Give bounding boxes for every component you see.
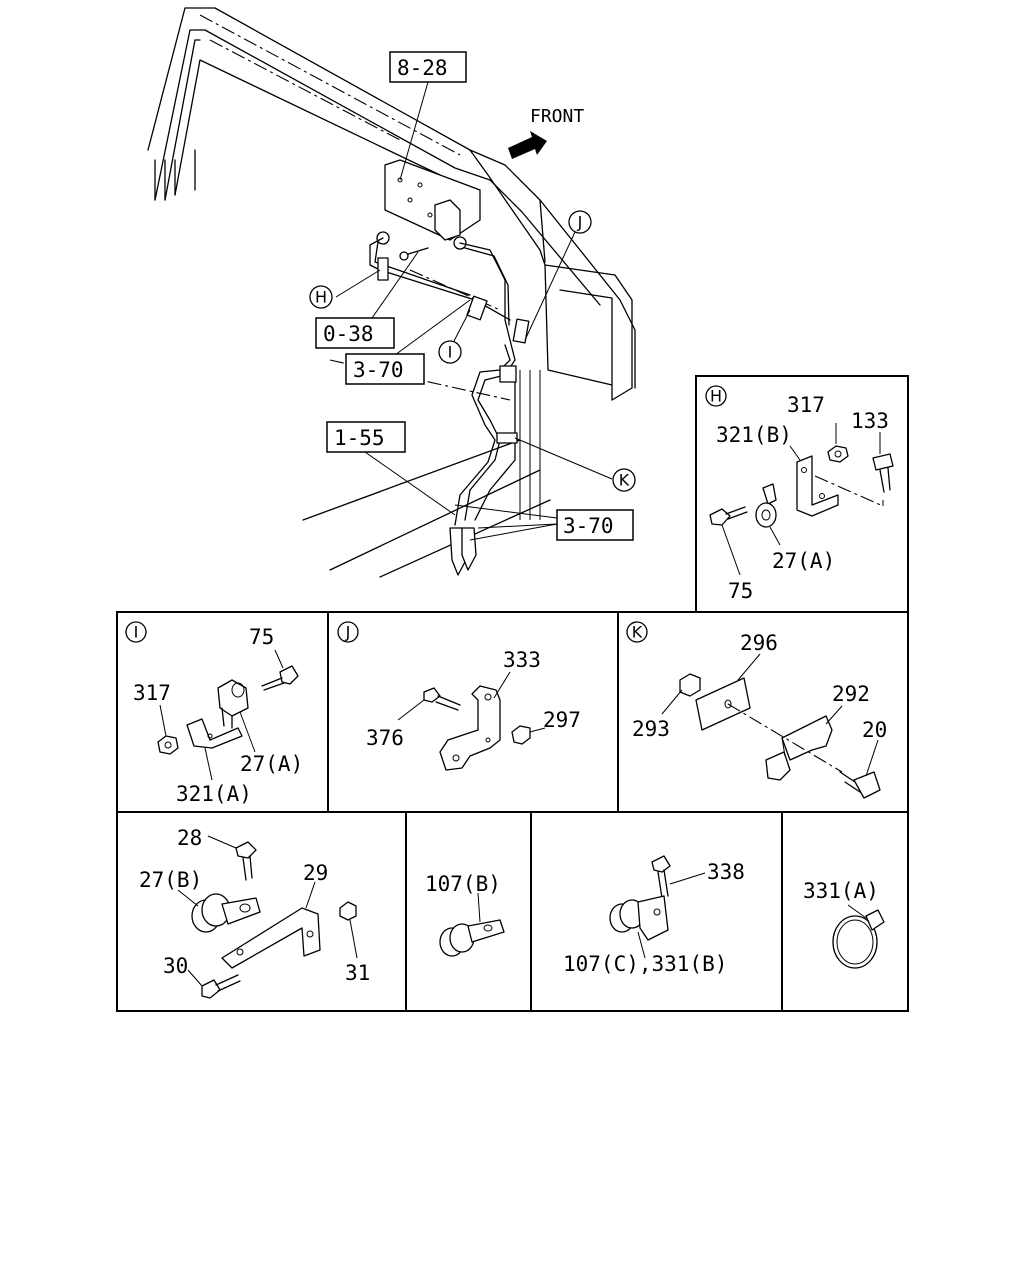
marker-h-detail: H — [710, 387, 722, 406]
label-29: 29 — [303, 861, 328, 885]
marker-j-detail: J — [345, 623, 351, 642]
label-107b: 107(B) — [425, 872, 501, 896]
label-27b: 27(B) — [139, 868, 202, 892]
label-28: 28 — [177, 826, 202, 850]
front-label: FRONT — [530, 106, 584, 127]
label-331a: 331(A) — [803, 879, 879, 903]
label-30: 30 — [163, 954, 188, 978]
label-338: 338 — [707, 860, 745, 884]
label-20: 20 — [862, 718, 887, 742]
detail-k: K 296 292 293 20 — [626, 621, 887, 799]
detail-panel-7: 338 107(C),331(B) — [563, 855, 745, 976]
label-292: 292 — [832, 682, 870, 706]
label-376: 376 — [366, 726, 404, 750]
ref-label-0-38: 0-38 — [323, 322, 374, 346]
label-27a-h: 27(A) — [772, 549, 835, 573]
detail-i: I 75 317 27(A) 321(A) — [125, 621, 303, 806]
detail-panel-5: 28 27(B) 29 30 31 — [139, 826, 370, 999]
label-317-i: 317 — [133, 681, 171, 705]
marker-k-main: K — [619, 471, 630, 490]
label-297: 297 — [543, 708, 581, 732]
marker-j-main: J — [577, 213, 583, 232]
label-75-h: 75 — [728, 579, 753, 603]
label-296: 296 — [740, 631, 778, 655]
label-293: 293 — [632, 717, 670, 741]
label-133: 133 — [851, 409, 889, 433]
label-317: 317 — [787, 393, 825, 417]
ref-label-3-70-lower: 3-70 — [563, 514, 614, 538]
panel-grid — [116, 375, 909, 1012]
label-333: 333 — [503, 648, 541, 672]
ref-label-3-70-upper: 3-70 — [353, 358, 404, 382]
label-107c-331b: 107(C),331(B) — [563, 952, 727, 976]
marker-k-detail: K — [632, 623, 643, 642]
ref-label-8-28: 8-28 — [397, 56, 448, 80]
marker-i-detail: I — [134, 623, 139, 642]
front-arrow-icon — [508, 131, 547, 159]
label-321a: 321(A) — [176, 782, 252, 806]
detail-panel-8: 331(A) — [803, 879, 885, 969]
detail-h: H 317 133 321(B) 27(A) 75 — [705, 385, 894, 603]
label-321b: 321(B) — [716, 423, 792, 447]
marker-h-main: H — [315, 288, 327, 307]
detail-panel-6: 107(B) — [425, 872, 505, 957]
label-27a-i: 27(A) — [240, 752, 303, 776]
label-31: 31 — [345, 961, 370, 985]
label-75-i: 75 — [249, 625, 274, 649]
ref-label-1-55: 1-55 — [334, 426, 385, 450]
main-assembly-view: FRONT 8-28 0-38 3-70 1-55 3-70 H I J K — [147, 7, 636, 578]
detail-j: J 333 297 376 — [337, 621, 581, 771]
marker-i-main: I — [448, 343, 453, 362]
